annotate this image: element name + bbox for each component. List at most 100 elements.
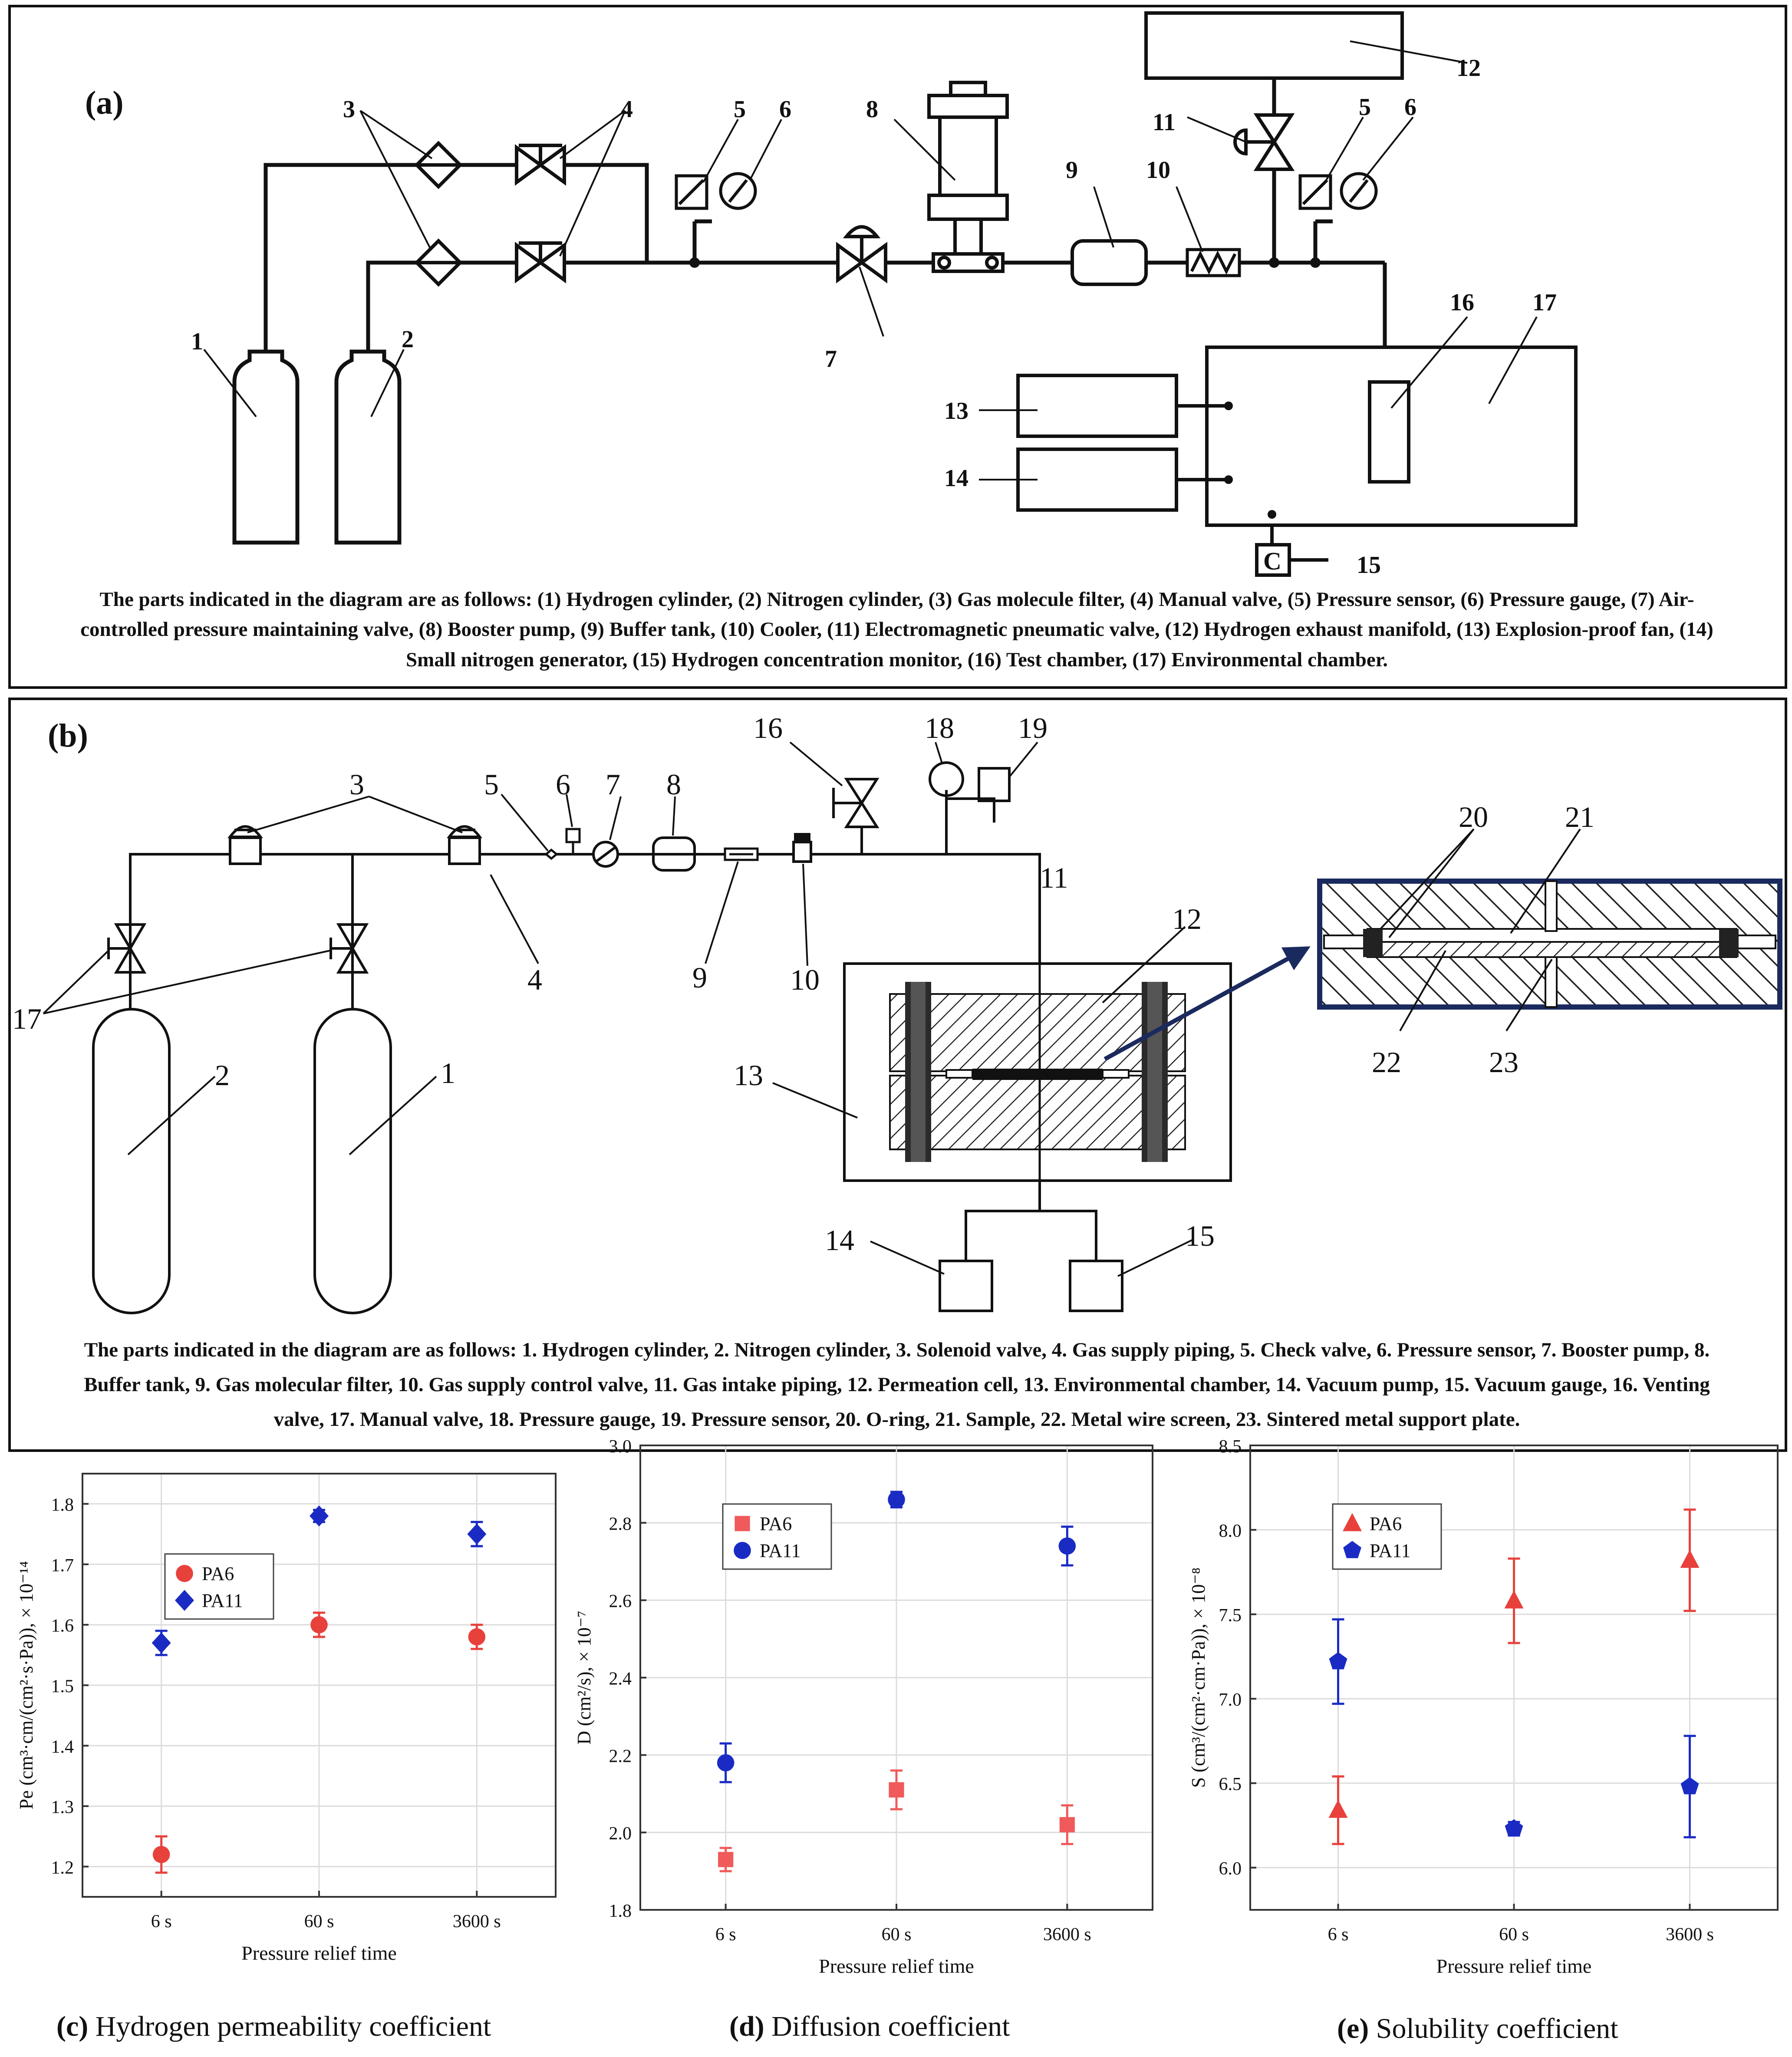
data-point	[1680, 1550, 1700, 1568]
cylinder-1	[313, 1008, 392, 1314]
data-point	[310, 1505, 329, 1527]
y-tick-label: 2.0	[609, 1824, 632, 1844]
cooler-icon	[1186, 248, 1241, 277]
air-controlled-valve-icon	[836, 225, 887, 283]
electromagnetic-valve-icon	[1233, 113, 1295, 171]
part-number-label: 6	[1404, 94, 1416, 121]
panel-b-caption: The parts indicated in the diagram are a…	[84, 1339, 1710, 1431]
part-number-label: 18	[925, 711, 954, 744]
legend-label: PA11	[202, 1590, 243, 1611]
panel-a: (a)	[8, 5, 1787, 689]
y-tick-label: 2.4	[609, 1669, 632, 1689]
y-axis-label: S (cm³/(cm²·cm·Pa)), × 10⁻⁸	[1188, 1567, 1209, 1788]
cylinder-1	[232, 349, 300, 545]
chart-caption: (d) Diffusion coefficient	[729, 2011, 1010, 2042]
panel-b-frame	[8, 698, 1787, 1452]
x-tick-label: 60 s	[304, 1912, 334, 1932]
part-number-label: 13	[734, 1059, 763, 1092]
caption-line: valve, 17. Manual valve, 18. Pressure ga…	[274, 1408, 1520, 1431]
panel-a-label: (a)	[85, 85, 124, 121]
data-point	[1343, 1541, 1361, 1558]
chart-caption-text: Diffusion coefficient	[771, 2011, 1010, 2042]
part-number-label: 5	[484, 768, 499, 801]
part-number-label: 19	[1018, 711, 1048, 744]
data-point	[1059, 1817, 1075, 1833]
data-point	[889, 1782, 904, 1798]
part-number-label: 7	[825, 346, 837, 372]
chart-caption-panel: (e)	[1337, 2013, 1376, 2044]
pressure-gauge-icon	[929, 761, 964, 797]
part-number-label: 3	[349, 768, 364, 801]
part-number-label: 11	[1153, 109, 1176, 136]
chart-caption-panel: (d)	[729, 2011, 771, 2042]
data-point	[1680, 1777, 1699, 1794]
y-tick-label: 1.5	[51, 1677, 74, 1697]
manual-valve-icon	[515, 144, 566, 283]
chart-caption-panel: (c)	[56, 2011, 96, 2042]
pressure-gauge-icon	[719, 172, 1378, 210]
data-point	[1329, 1652, 1347, 1669]
part-number-label: 9	[692, 961, 707, 994]
data-point	[888, 1491, 905, 1508]
hydrogen-monitor-icon: C	[1263, 547, 1281, 575]
legend-label: PA6	[1370, 1513, 1402, 1534]
panel-b: (b)	[8, 698, 1787, 1452]
y-tick-label: 2.8	[609, 1514, 632, 1534]
chart-caption-text: Solubility coefficient	[1376, 2013, 1618, 2044]
data-point	[1504, 1590, 1524, 1609]
check-valve-icon	[544, 848, 558, 860]
x-tick-label: 3600 s	[453, 1912, 501, 1932]
y-tick-label: 3.0	[609, 1437, 632, 1457]
data-point	[310, 1616, 328, 1634]
part-number-label: 23	[1489, 1046, 1519, 1079]
y-tick-label: 1.3	[51, 1797, 74, 1817]
explosion-proof-fan	[1016, 374, 1178, 438]
panel-b-part-numbers: 1 2 3 4 5 6 7 8 9 10 11 12 13 14 15 16 1…	[12, 711, 1594, 1257]
caption-line: Buffer tank, 9. Gas molecular filter, 10…	[84, 1373, 1710, 1396]
data-point	[467, 1524, 487, 1545]
part-number-label: 8	[866, 96, 878, 123]
vacuum-pump	[939, 1260, 993, 1312]
chart-caption-text: Hydrogen permeability coefficient	[96, 2011, 491, 2042]
y-tick-label: 7.0	[1219, 1690, 1242, 1710]
data-point	[735, 1516, 750, 1531]
buffer-tank-icon	[652, 836, 696, 872]
panel-a-frame	[8, 5, 1787, 689]
data-point	[468, 1628, 486, 1646]
y-tick-label: 1.8	[609, 1901, 632, 1921]
part-number-label: 12	[1172, 902, 1202, 935]
data-point	[734, 1542, 751, 1559]
part-number-label: 13	[944, 398, 968, 425]
data-point	[718, 1852, 734, 1867]
part-number-label: 4	[527, 963, 542, 996]
y-tick-label: 1.4	[51, 1737, 74, 1757]
panel-a-part-numbers: 1 2 3 4 5 6 7 8 9 10 11 12 13 14 15 16 1…	[191, 55, 1557, 579]
panel-b-label: (b)	[48, 717, 88, 754]
x-axis-label: Pressure relief time	[1436, 1955, 1592, 1977]
part-number-label: 11	[1040, 861, 1068, 894]
part-number-label: 3	[343, 96, 355, 123]
x-tick-label: 60 s	[882, 1925, 912, 1945]
part-number-label: 4	[621, 96, 633, 123]
part-number-label: 9	[1066, 157, 1078, 184]
environmental-chamber	[1205, 346, 1578, 527]
data-point	[176, 1565, 193, 1582]
caption-line: The parts indicated in the diagram are a…	[99, 588, 1694, 611]
y-tick-label: 1.8	[51, 1495, 74, 1515]
part-number-label: 1	[441, 1056, 455, 1089]
x-tick-label: 3600 s	[1043, 1925, 1091, 1945]
buffer-tank-icon	[1071, 239, 1148, 286]
legend-label: PA6	[202, 1563, 234, 1584]
y-tick-label: 8.5	[1219, 1437, 1242, 1457]
cylinder-2	[92, 1008, 171, 1314]
part-number-label: 15	[1357, 552, 1381, 579]
x-tick-label: 3600 s	[1666, 1925, 1714, 1945]
data-point	[1343, 1513, 1362, 1531]
environmental-chamber	[843, 962, 1232, 1182]
part-number-label: 17	[1532, 289, 1557, 316]
x-tick-label: 60 s	[1499, 1925, 1529, 1945]
part-number-label: 7	[606, 768, 620, 801]
booster-pump-icon	[927, 81, 1009, 273]
